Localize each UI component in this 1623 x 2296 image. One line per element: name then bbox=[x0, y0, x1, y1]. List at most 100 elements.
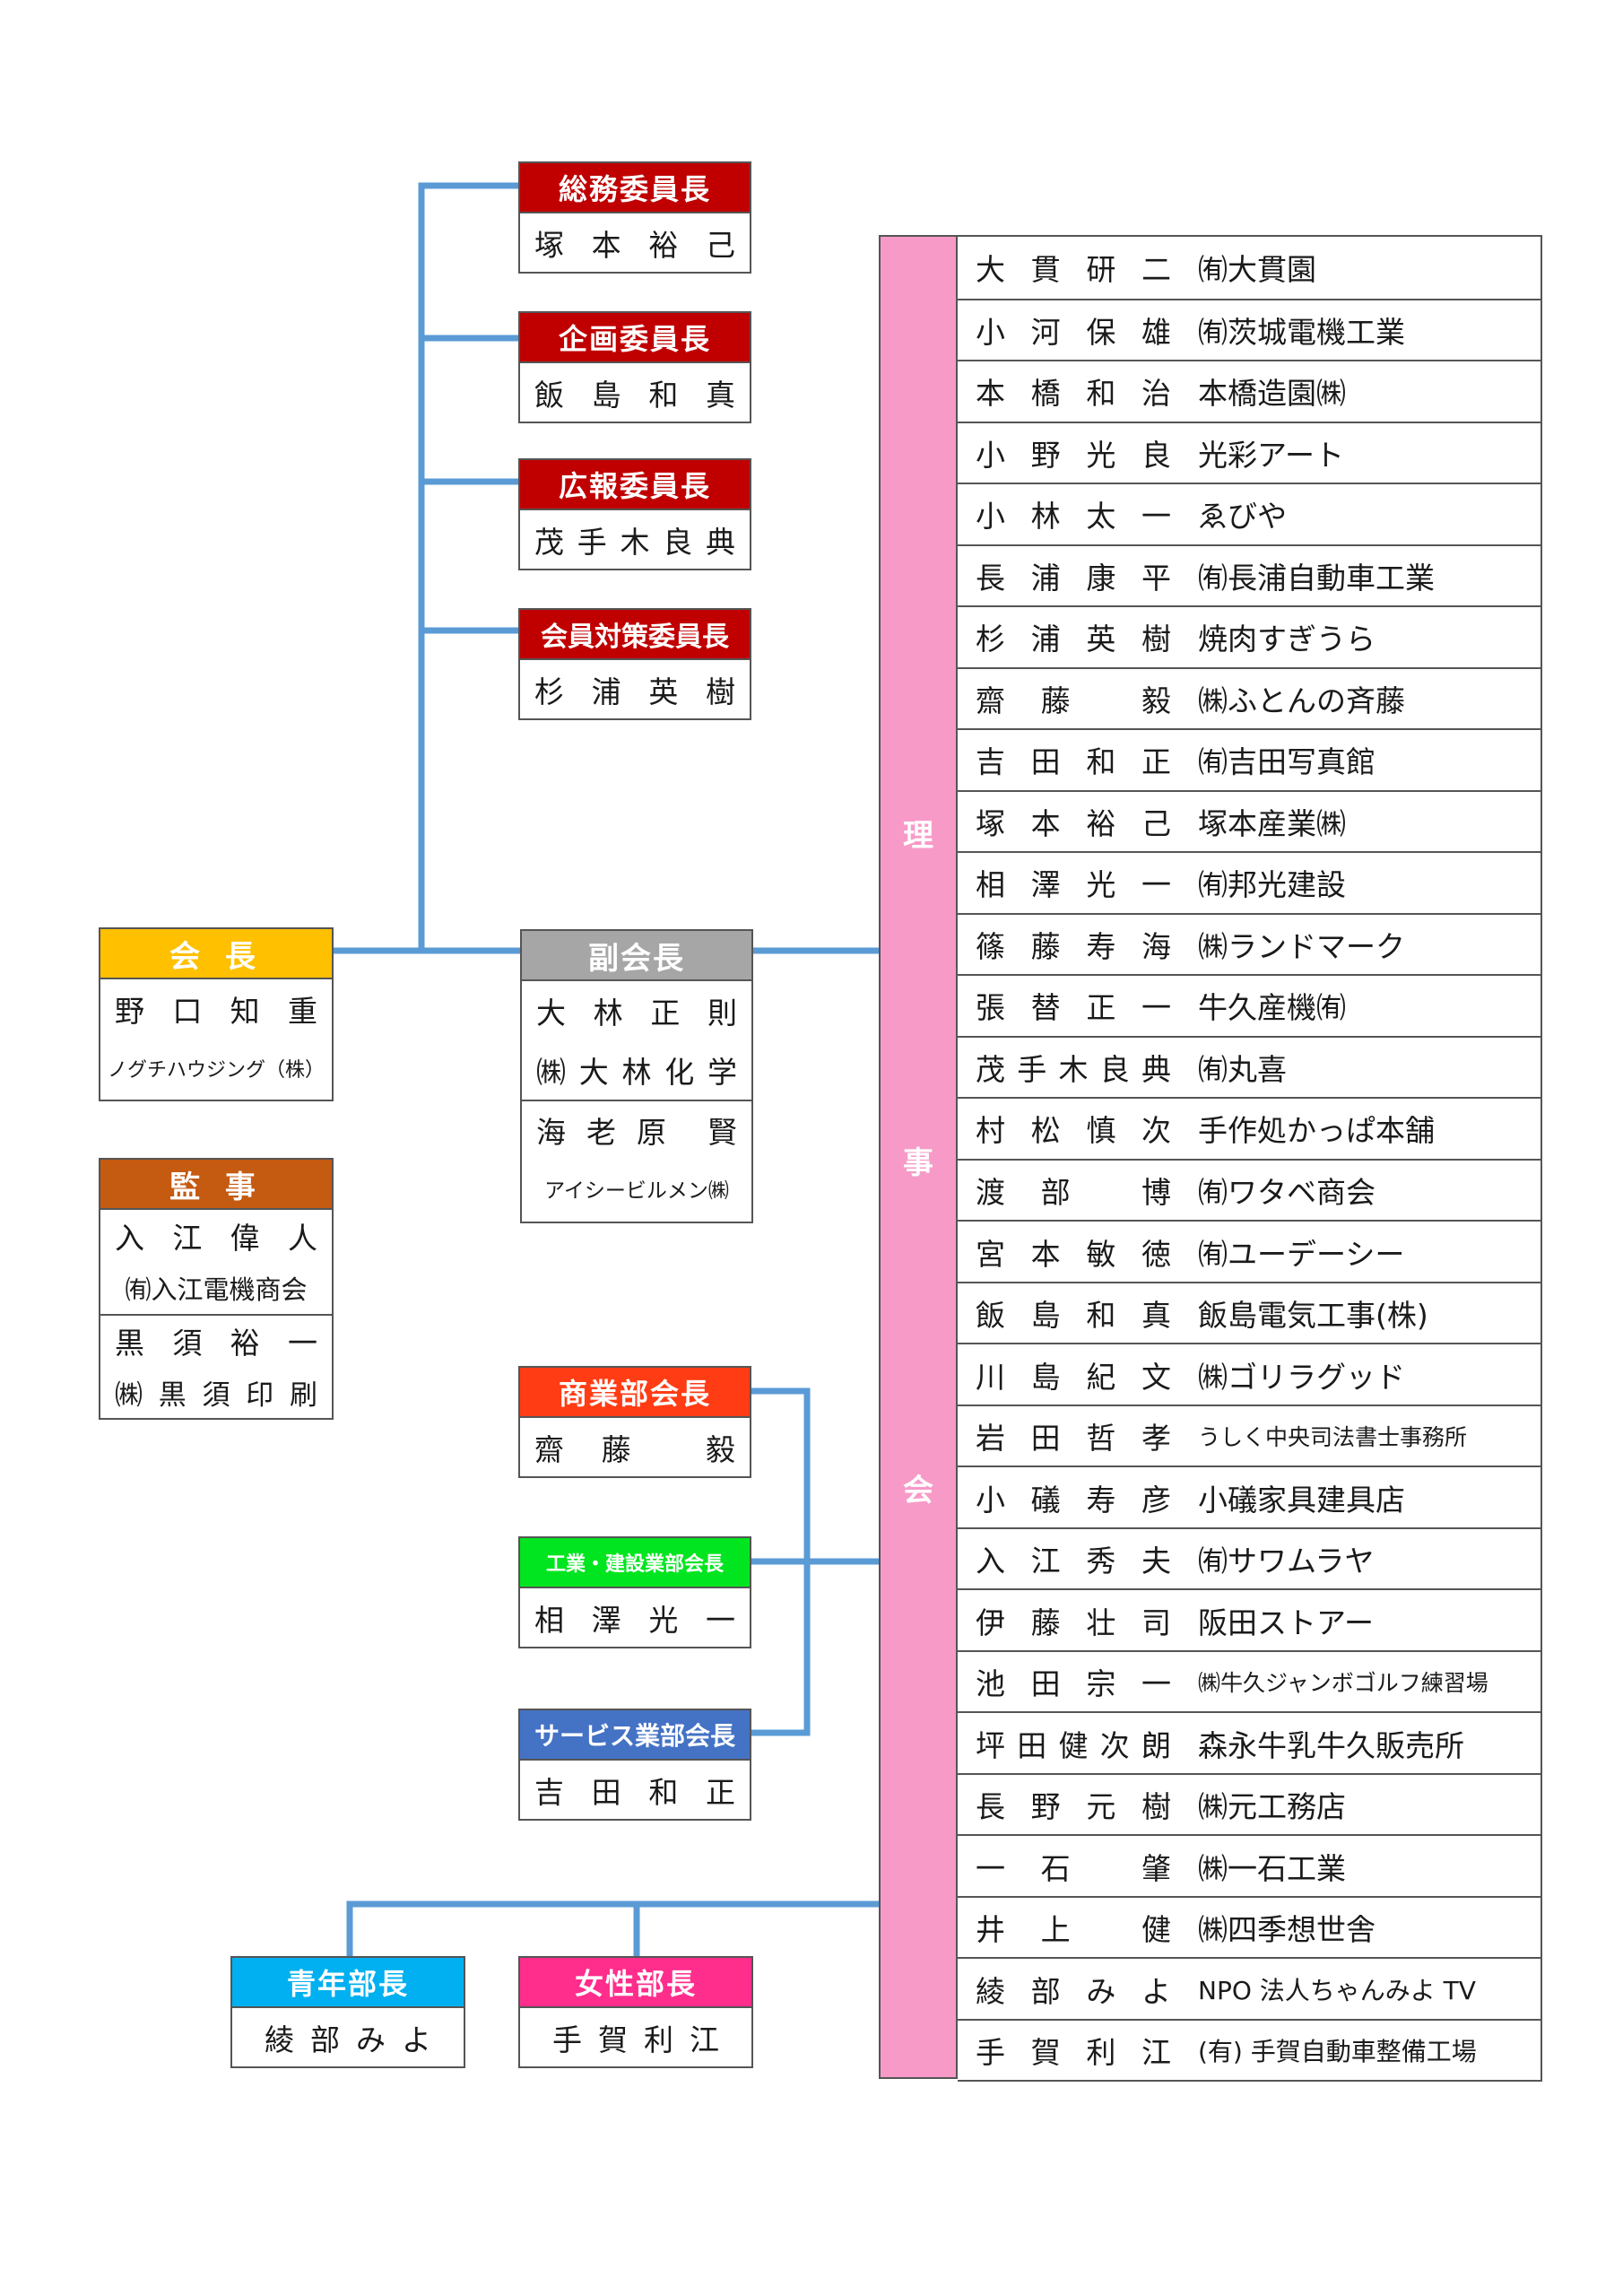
name-char: 則 bbox=[707, 996, 737, 1031]
name-char: 毅 bbox=[705, 1431, 735, 1467]
board-row: 池田宗一㈱牛久ジャンボゴルフ練習場 bbox=[958, 1649, 1541, 1712]
board-row: 長浦康平㈲長浦自動車工業 bbox=[958, 544, 1541, 606]
committee-box-general-affairs: 総務委員長 塚 本 裕 己 bbox=[518, 161, 751, 274]
committee-chair-name: 杉 浦 英 樹 bbox=[520, 660, 750, 718]
women-box: 女性部長 手 賀 利 江 bbox=[518, 1956, 753, 2068]
name-char: 一 bbox=[287, 1326, 317, 1361]
president-company: ノグチハウジング（株） bbox=[108, 1059, 325, 1082]
vice-president-name: 海 老 原 賢 bbox=[522, 1100, 751, 1159]
committee-chair-name: 塚 本 裕 己 bbox=[520, 213, 750, 272]
member-name: 入江秀夫 bbox=[976, 1544, 1171, 1579]
name-char: 黒 bbox=[115, 1326, 144, 1361]
member-company: ㈲大貫園 bbox=[1198, 252, 1316, 288]
name-char: 藤 bbox=[601, 1431, 631, 1467]
board-label-char: 理 bbox=[903, 818, 933, 854]
name-char: 偉 bbox=[230, 1221, 260, 1256]
board-row: 杉浦英樹焼肉すぎうら bbox=[958, 605, 1541, 667]
committee-box-planning: 企画委員長 飯 島 和 真 bbox=[518, 311, 751, 423]
board-row: 岩田哲孝うしく中央司法書士事務所 bbox=[958, 1404, 1541, 1466]
name-char: 人 bbox=[287, 1221, 317, 1256]
division-chair-name: 吉 田 和 正 bbox=[520, 1761, 750, 1819]
name-char: 入 bbox=[115, 1221, 144, 1256]
committee-chair-name: 茂 手 木 良 典 bbox=[520, 510, 750, 569]
name-char: 賢 bbox=[707, 1115, 737, 1150]
name-char: 澤 bbox=[591, 1602, 621, 1638]
board-row: 坪田健次朗森永牛乳牛久販売所 bbox=[958, 1711, 1541, 1773]
member-name: 川島紀文 bbox=[976, 1359, 1171, 1395]
auditor-name: 黒 須 裕 一 bbox=[100, 1314, 332, 1366]
member-company: 牛久産機㈲ bbox=[1198, 990, 1346, 1026]
board-label-char: 事 bbox=[903, 1145, 933, 1181]
committee-box-membership: 会員対策委員長 杉 浦 英 樹 bbox=[518, 608, 751, 720]
name-char: 典 bbox=[706, 524, 735, 560]
name-char: 部 bbox=[310, 2022, 340, 2057]
board-label-char: 会 bbox=[903, 1473, 933, 1509]
member-name: 一石肇 bbox=[976, 1850, 1171, 1886]
member-company: ㈲吉田写真館 bbox=[1198, 744, 1376, 780]
president-name: 野 口 知 重 bbox=[100, 979, 332, 1039]
name-char: 江 bbox=[690, 2022, 719, 2057]
name-char: 知 bbox=[230, 994, 260, 1029]
member-company: ㈱元工務店 bbox=[1198, 1789, 1346, 1825]
name-char: 己 bbox=[705, 227, 735, 263]
member-company: 焼肉すぎうら bbox=[1198, 622, 1376, 657]
vice-president-box: 副会長 大 林 正 則 ㈱ 大 林 化 学 海 老 原 賢 アイシービルメン㈱ bbox=[520, 929, 753, 1223]
member-name: 小林太一 bbox=[976, 499, 1171, 535]
committee-title: 広報委員長 bbox=[520, 460, 750, 510]
company-char: 大 bbox=[578, 1055, 609, 1090]
member-name: 綾部みよ bbox=[976, 1973, 1171, 2009]
name-char: 野 bbox=[115, 994, 144, 1029]
vice-president-title: 副会長 bbox=[522, 931, 751, 981]
board-label: 理 事 会 bbox=[879, 235, 958, 2079]
member-name: 塚本裕己 bbox=[976, 805, 1171, 841]
company-char: 林 bbox=[621, 1055, 652, 1090]
name-char: 手 bbox=[552, 2022, 582, 2057]
auditor-name: 入 江 偉 人 bbox=[100, 1210, 332, 1262]
member-company: 森永牛乳牛久販売所 bbox=[1198, 1727, 1464, 1763]
name-char: 須 bbox=[172, 1326, 203, 1361]
board-row: 川島紀文㈱ゴリラグッド bbox=[958, 1343, 1541, 1405]
name-char: 綾 bbox=[265, 2022, 294, 2057]
vice-president-company: ㈱ 大 林 化 学 bbox=[522, 1040, 751, 1100]
youth-chair-name: 綾 部 み よ bbox=[232, 2008, 464, 2066]
member-company: 阪田ストアー bbox=[1198, 1605, 1375, 1640]
committee-box-public-relations: 広報委員長 茂 手 木 良 典 bbox=[518, 458, 751, 570]
member-name: 茂手木良典 bbox=[976, 1051, 1171, 1087]
board-row: 篠藤寿海㈱ランドマーク bbox=[958, 912, 1541, 975]
board-row: 入江秀夫㈲サワムラヤ bbox=[958, 1526, 1541, 1589]
name-char: 相 bbox=[534, 1602, 564, 1638]
member-name: 杉浦英樹 bbox=[976, 622, 1171, 657]
member-name: 岩田哲孝 bbox=[976, 1421, 1171, 1457]
board-table: 大貫研二㈲大貫園 小河保雄㈲茨城電機工業 本橋和治本橋造園㈱ 小野光良光彩アート… bbox=[958, 235, 1542, 2083]
member-name: 小礒寿彦 bbox=[976, 1482, 1171, 1518]
name-char: 吉 bbox=[534, 1774, 564, 1810]
member-company: NPO 法人ちゃんみよ TV bbox=[1198, 1975, 1476, 2005]
company-char: 刷 bbox=[290, 1378, 317, 1412]
member-company: ㈱牛久ジャンボゴルフ練習場 bbox=[1198, 1670, 1488, 1697]
member-company: 飯島電気工事(株) bbox=[1198, 1298, 1428, 1334]
board-row: 齋藤毅㈱ふとんの斉藤 bbox=[958, 666, 1541, 729]
board-row: 張替正一牛久産機㈲ bbox=[958, 974, 1541, 1036]
name-char: 一 bbox=[705, 1602, 735, 1638]
name-char: 英 bbox=[648, 674, 679, 709]
name-char: 正 bbox=[705, 1774, 735, 1810]
name-char: 齋 bbox=[534, 1431, 564, 1467]
company-char: 化 bbox=[664, 1055, 695, 1090]
name-char: 江 bbox=[172, 1221, 203, 1256]
member-name: 村松慎次 bbox=[976, 1113, 1171, 1149]
board-row: 塚本裕己塚本産業㈱ bbox=[958, 789, 1541, 852]
name-char: 和 bbox=[648, 1774, 679, 1810]
member-name: 本橋和治 bbox=[976, 376, 1171, 412]
name-char: 原 bbox=[637, 1115, 666, 1150]
name-char: 林 bbox=[593, 996, 623, 1031]
company-char: ㈱ bbox=[115, 1378, 143, 1412]
board-row: 村松慎次手作処かっぱ本舗 bbox=[958, 1097, 1541, 1159]
name-char: 大 bbox=[536, 996, 566, 1031]
board-row: 綾部みよ NPO 法人ちゃんみよ TV bbox=[958, 1957, 1541, 2019]
member-company: ㈱ランドマーク bbox=[1198, 928, 1405, 964]
name-char: 裕 bbox=[648, 227, 679, 263]
member-company: 小礒家具建具店 bbox=[1198, 1482, 1405, 1518]
committee-title: 会員対策委員長 bbox=[520, 610, 750, 660]
member-name: 齋藤毅 bbox=[976, 683, 1171, 718]
committee-title: 総務委員長 bbox=[520, 163, 750, 213]
